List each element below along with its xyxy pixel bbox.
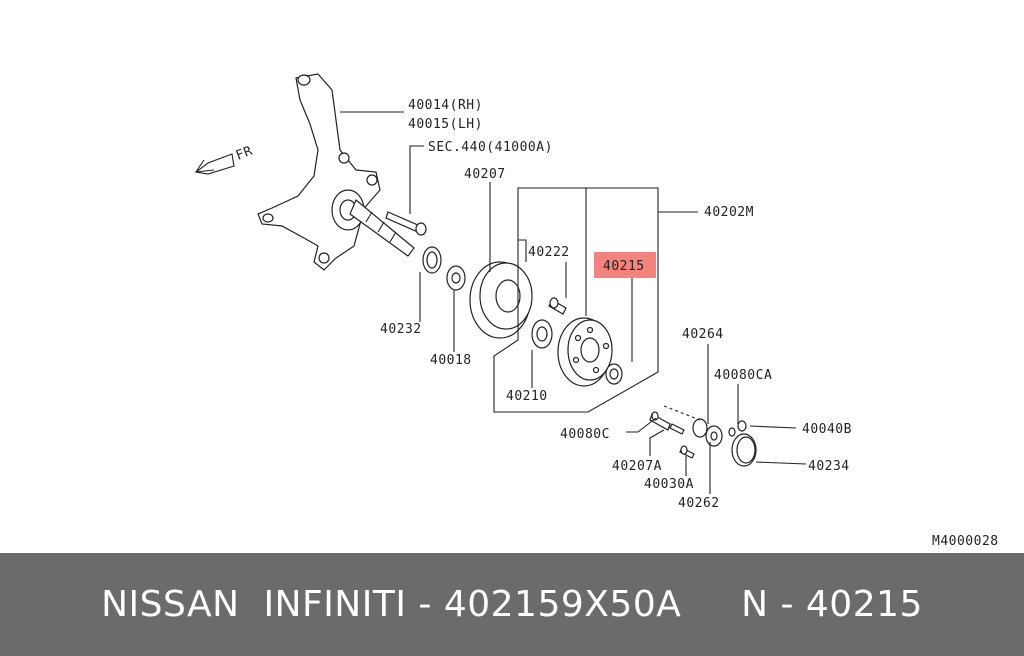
front-arrow-icon [194,153,235,175]
highlight-box [594,252,656,278]
label-40015-lh: 40015(LH) [408,117,483,132]
front-direction-label: FR [234,144,255,164]
highlighted-bearing [605,363,623,385]
label-40232: 40232 [380,322,422,337]
label-40264: 40264 [682,327,724,342]
wheel-hub [557,317,613,387]
hub-assembly-bracket [493,187,659,413]
label-40080ca: 40080CA [714,368,772,383]
label-40202m: 40202M [704,205,754,220]
washer [446,265,466,291]
label-40234: 40234 [808,459,850,474]
label-40014-rh: 40014(RH) [408,98,483,113]
label-40207a: 40207A [612,459,662,474]
part-number-footer: NISSAN INFINITI - 402159X50A N - 40215 [0,553,1024,656]
cotter-parts [649,405,757,467]
label-sec-440: SEC.440(41000A) [428,140,553,155]
label-40215-highlighted: 40215 [603,259,645,274]
parts-diagram: FR [194,73,999,549]
label-40207: 40207 [464,167,506,182]
knuckle-bolt [385,211,427,236]
label-40018: 40018 [430,353,472,368]
figure-code: M4000028 [932,534,999,549]
grease-seal [422,246,442,274]
brake-rotor [469,261,533,339]
label-40210: 40210 [506,389,548,404]
label-40222: 40222 [528,245,570,260]
hub-bolt [548,297,567,315]
label-40040b: 40040B [802,422,852,437]
steering-knuckle [257,73,415,271]
label-40080c: 40080C [560,427,610,442]
label-40262: 40262 [678,496,720,511]
label-40030a: 40030A [644,477,694,492]
leader-lines [340,111,807,494]
wheel-bearing [531,319,553,349]
